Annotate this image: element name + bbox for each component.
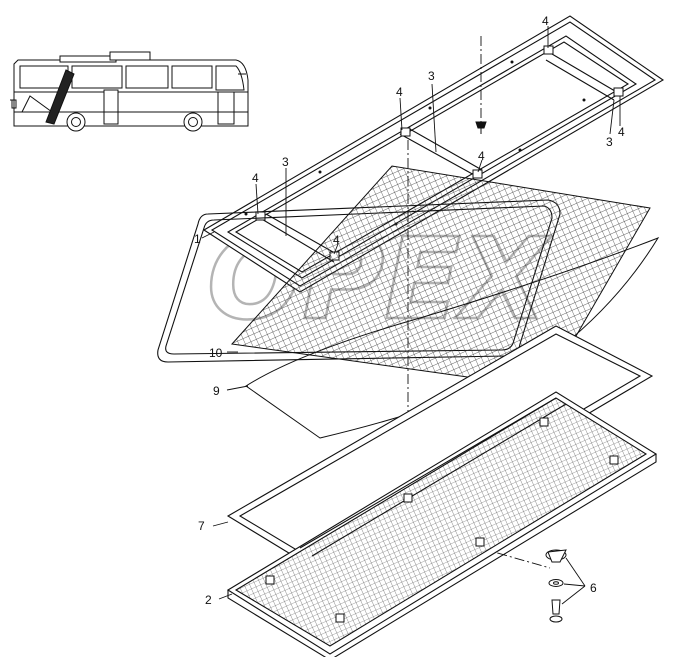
callout-3-left: 3 <box>282 155 289 169</box>
callout-4-mid: 4 <box>396 85 403 99</box>
callout-10: 10 <box>209 346 223 360</box>
leader-lines <box>201 26 621 605</box>
ceiling-grille-panel <box>226 391 658 657</box>
panel-clips <box>265 417 619 623</box>
roof-frame-assembly <box>202 15 665 293</box>
callout-7: 7 <box>198 519 205 533</box>
callout-9: 9 <box>213 384 220 398</box>
callout-3-upper: 3 <box>428 69 435 83</box>
callout-labels: 1 2 3 3 3 4 4 4 4 4 4 6 7 9 10 <box>194 14 625 607</box>
callout-4-right: 4 <box>618 125 625 139</box>
callout-2: 2 <box>205 593 212 607</box>
fastener-set <box>545 549 567 623</box>
callout-3-right: 3 <box>606 135 613 149</box>
washer-icon <box>548 579 564 587</box>
cover-sheet <box>245 236 660 439</box>
screw-icon <box>475 121 487 134</box>
callout-4-left: 4 <box>252 171 259 185</box>
callout-6: 6 <box>590 581 597 595</box>
callout-1: 1 <box>194 232 201 246</box>
callout-4-top: 4 <box>542 14 549 28</box>
callout-4-lower: 4 <box>333 233 340 247</box>
pin-icon <box>549 599 563 623</box>
callout-4-beam: 4 <box>478 149 485 163</box>
clip-icon <box>545 549 567 563</box>
bus-thumbnail <box>10 51 249 132</box>
